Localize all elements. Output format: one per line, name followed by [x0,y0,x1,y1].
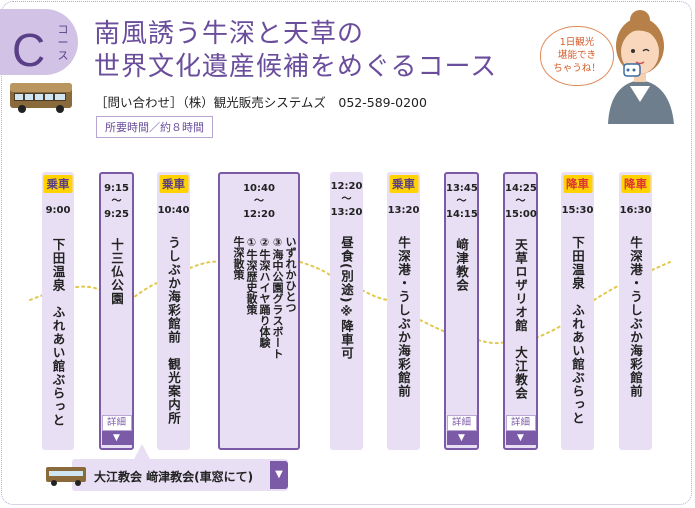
detail-label: 詳細 [505,415,536,431]
detail-button[interactable]: 詳細 ▼ [101,415,132,445]
drive-by-bar[interactable] [72,459,288,491]
speech-text: 1日観光 堪能でき ちゃうね！ [553,37,601,74]
stop-time: 9:15 ～ 9:25 [104,183,129,220]
alight-tag: 降車 [563,175,592,193]
stop-card-10: 降車 16:30 牛深港・うしぶか海彩館前 [619,172,652,450]
stop-name: うしぶか海彩館前 観光案内所 [166,236,181,425]
stop-time: 15:30 [561,205,594,216]
activity-option-3: ②牛深ハイヤ踊り体験 [258,236,271,348]
activity-option-5: 牛深散策 [232,236,245,280]
stop-card-5: 12:20 ～ 13:20 昼食(別途)※降車可 [330,172,363,450]
speech-bubble: 1日観光 堪能でき ちゃうね！ [540,26,614,86]
stop-name: 牛深港・うしぶか海彩館前 [396,236,411,398]
bottom-pointer [134,444,150,459]
stop-card-9: 降車 15:30 下田温泉 ふれあい館ぶらっと [561,172,594,450]
detail-label: 詳細 [101,415,132,431]
board-tag: 乗車 [159,175,188,193]
title-line-1: 南風誘う牛深と天草の [94,19,365,49]
stop-card-1: 乗車 9:00 下田温泉 ふれあい館ぶらっと [42,172,74,450]
stop-time: 13:20 [387,205,420,216]
activity-option-4: ①牛深歴史散策 [245,236,258,315]
stop-time: 9:00 [45,205,71,216]
stop-card-6: 乗車 13:20 牛深港・うしぶか海彩館前 [387,172,420,450]
course-title: 南風誘う牛深と天草の 世界文化遺産候補をめぐるコース [94,18,497,84]
alight-tag: 降車 [621,175,650,193]
guide-girl-illustration [608,10,674,124]
stop-card-8[interactable]: 14:25 ～ 15:00 天草ロザリオ館 大江教会 詳細 ▼ [503,172,538,450]
stop-name: 昼食(別途)※降車可 [339,236,354,360]
course-badge: C コース [0,9,78,75]
duration-badge: 所要時間／約８時間 [96,116,213,138]
activity-option-1: いずれかひとつ [284,236,297,313]
title-line-2: 世界文化遺産候補をめぐるコース [94,52,498,82]
stop-name: 十三仏公園 [109,238,124,306]
stop-card-4: 10:40 ～ 12:20 いずれかひとつ ③海中公園グラスボート ②牛深ハイヤ… [218,172,300,450]
chevron-down-icon[interactable]: ▼ [270,461,288,489]
bus-icon [46,467,86,486]
stop-time: 16:30 [619,205,652,216]
stop-name: 下田温泉 ふれあい館ぶらっと [570,236,585,425]
stop-card-2[interactable]: 9:15 ～ 9:25 十三仏公園 詳細 ▼ [99,172,134,450]
detail-button[interactable]: 詳細 ▼ [505,415,536,445]
course-label: コース [57,23,69,62]
activity-option-2: ③海中公園グラスボート [271,236,284,359]
chevron-down-icon: ▼ [446,431,477,445]
stop-name: 天草ロザリオ館 大江教会 [513,238,528,400]
bus-icon [10,83,72,113]
stop-time: 12:20 ～ 13:20 [330,181,363,218]
drive-by-text: 大江教会 﨑津教会(車窓にて) [94,470,254,484]
stop-time: 10:40 [157,205,190,216]
stop-time: 13:45 ～ 14:15 [446,183,478,220]
board-tag: 乗車 [43,175,73,193]
stop-name: 﨑津教会 [454,238,469,292]
stop-name: 下田温泉 ふれあい館ぶらっと [50,238,66,427]
chevron-down-icon: ▼ [505,431,536,445]
stop-card-7[interactable]: 13:45 ～ 14:15 﨑津教会 詳細 ▼ [444,172,479,450]
stop-card-3: 乗車 10:40 うしぶか海彩館前 観光案内所 [157,172,190,450]
stop-time: 14:25 ～ 15:00 [505,183,537,220]
board-tag: 乗車 [389,175,418,193]
detail-label: 詳細 [446,415,477,431]
contact-info: ［問い合わせ］（株）観光販売システムズ 052-589-0200 [95,95,427,110]
stop-name: 牛深港・うしぶか海彩館前 [628,236,643,398]
stop-time: 10:40 ～ 12:20 [243,183,275,220]
detail-button[interactable]: 詳細 ▼ [446,415,477,445]
chevron-down-icon: ▼ [101,431,132,445]
course-letter: C [12,24,46,76]
